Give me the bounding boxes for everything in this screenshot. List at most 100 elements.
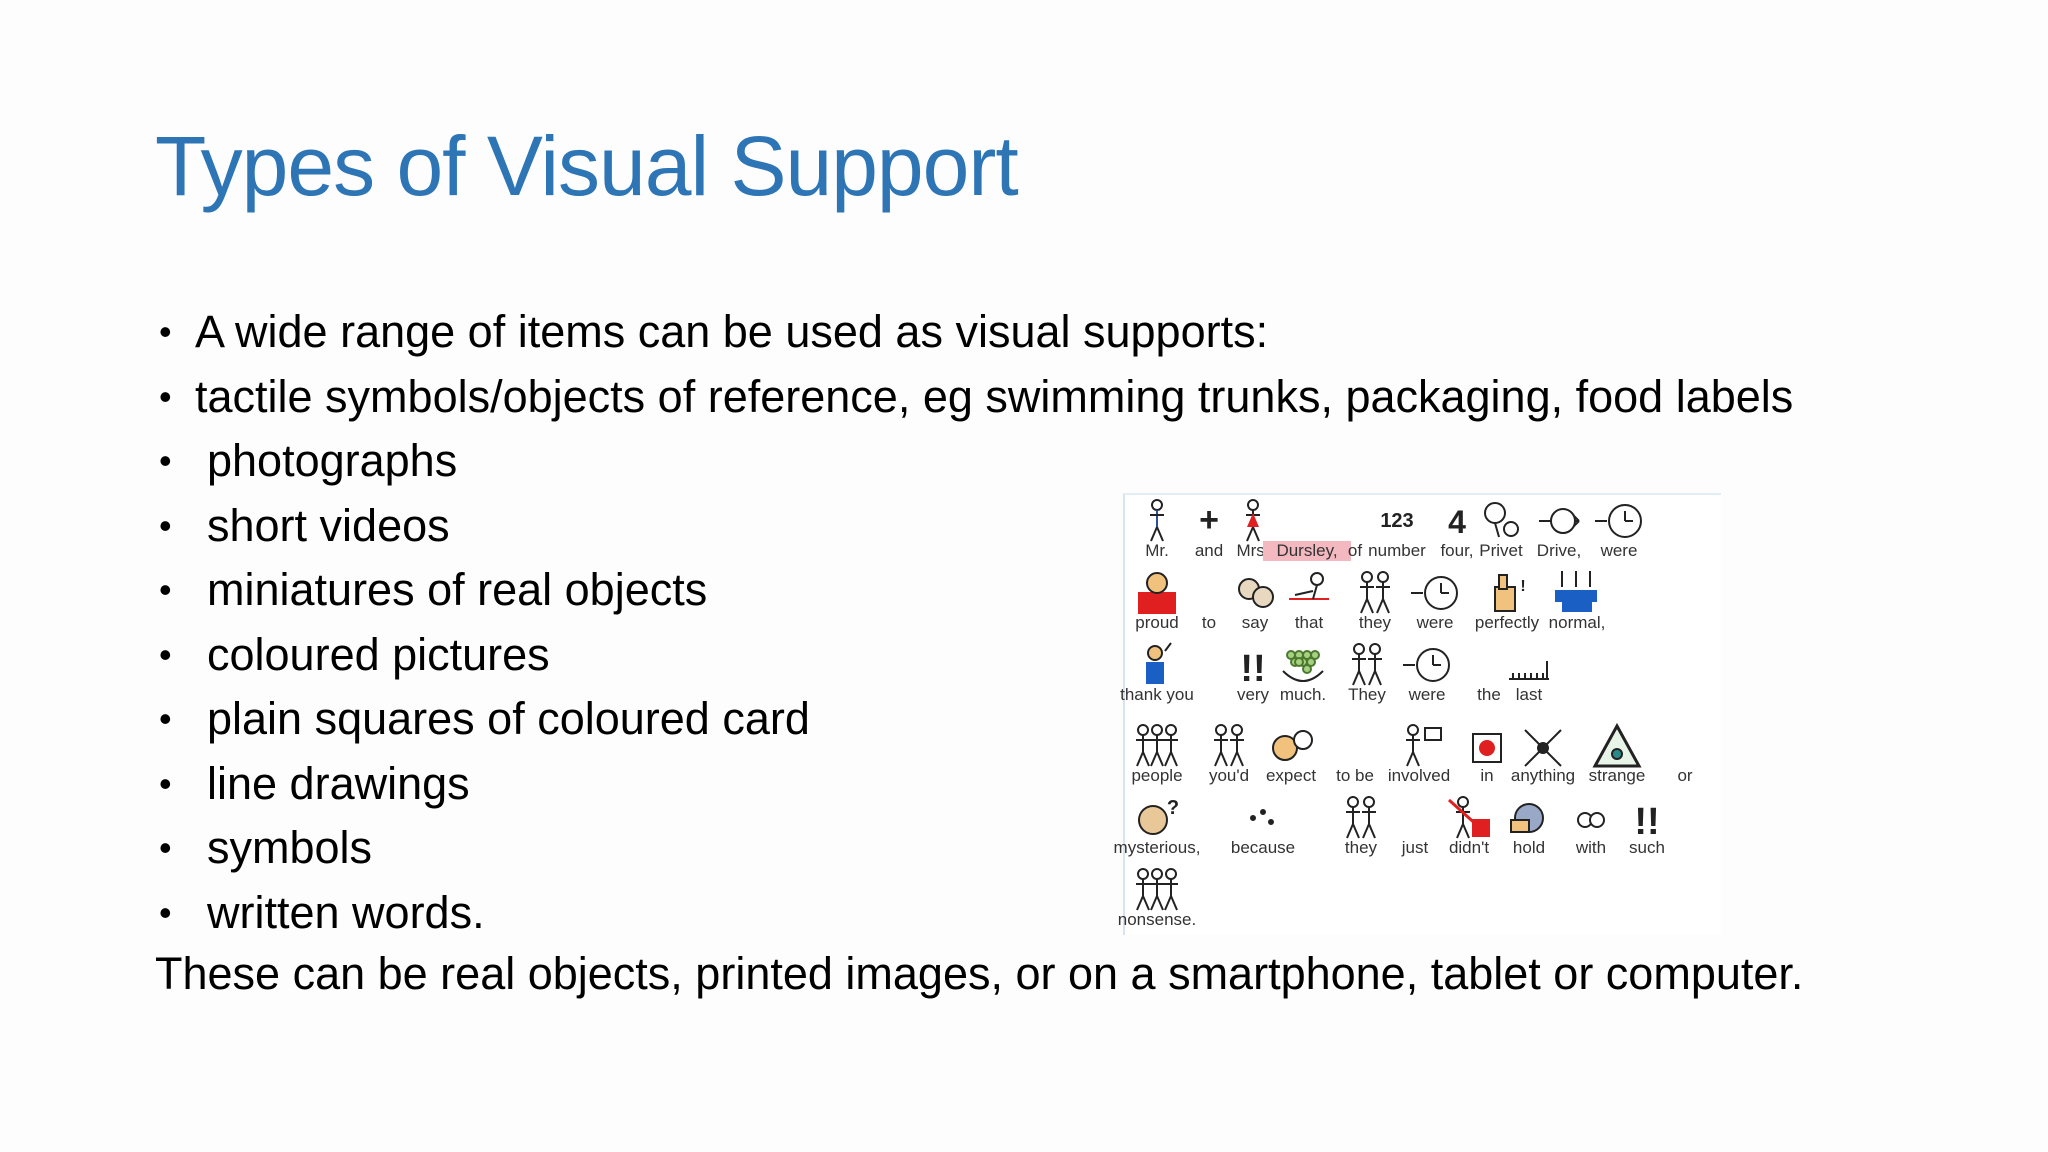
bullet-item: •symbols [155,816,1793,881]
symbol-word-cell: ?mysterious, [1114,792,1201,864]
symbol-word-label: normal, [1548,613,1606,632]
bullet-dot-icon: • [159,633,172,675]
symbol-word-cell: of [1323,495,1387,567]
svg-text:4: 4 [1448,504,1466,540]
symbol-word-label: strange [1588,766,1646,785]
symbol-word-cell: normal, [1545,567,1609,639]
symbol-word-label: just [1401,838,1429,857]
symbol-woman-icon [1246,499,1260,542]
symbol-word-cell: to be [1323,720,1387,792]
symbol-word-cell: or [1653,720,1717,792]
symbol-man-icon [1150,499,1164,542]
symbol-word-cell: you'd [1197,720,1261,792]
symbol-word-label: last [1515,685,1543,704]
symbol-word-cell: just [1383,792,1447,864]
svg-text:?: ? [1167,797,1179,819]
symbol-word-label: because [1230,838,1296,857]
bullet-dot-icon: • [159,827,172,868]
symbol-word-cell: +and [1177,495,1241,567]
symbol-word-label: number [1368,541,1426,560]
bullet-dot-icon: • [159,375,172,417]
symbol-word-label: four, [1440,541,1474,560]
symbol-pin-icon [1484,502,1519,538]
symbol-word-label: proud [1135,613,1179,632]
closing-text: These can be real objects, printed image… [155,948,1804,999]
symbol-word-label: such [1629,838,1665,857]
symbol-word-cell: with [1559,792,1623,864]
symbol-word-label: to be [1336,766,1374,785]
bullet-item: •plain squares of coloured card [155,687,1793,752]
symbol-word-cell: thank you [1120,639,1194,711]
symbol-crowd-icon [1136,724,1178,767]
symbol-word-cell: to [1177,567,1241,639]
symbol-word-cell: 123 number [1365,495,1429,567]
symbol-bowl-icon [1282,650,1324,682]
symbol-word-label: were [1408,685,1446,704]
symbol-didnt-icon [1447,796,1491,839]
symbol-word-cell: expect [1259,720,1323,792]
symbol-word-cell: They [1335,639,1399,711]
symbol-drive-icon [1539,508,1580,534]
bullet-item: •photographs [155,429,1793,494]
symbol-dot-icon [1472,733,1502,763]
bullet-dot-icon: • [159,891,172,933]
symbol-hold-icon [1510,803,1544,833]
bullet-item: •A wide range of items can be used as vi… [155,300,1793,365]
symbol-link-icon [1577,812,1605,828]
symbol-arrows-icon [1524,729,1562,767]
symbol-word-label: thank you [1120,685,1194,704]
svg-text:123: 123 [1380,510,1413,532]
symbol-proud-icon [1138,572,1176,614]
symbol-word-cell: Dursley, [1263,495,1351,567]
symbol-two-icon [1360,571,1390,614]
symbol-word-cell: in [1455,720,1519,792]
symbol-two-icon [1214,724,1244,767]
symbol-word-label: hold [1512,838,1546,857]
bullet-dot-icon: • [159,569,172,610]
symbol-word-label: with [1575,838,1607,857]
bullet-dot-icon: • [159,698,172,739]
symbol-word-label: Mrs. [1236,541,1270,560]
svg-text:!: ! [1520,578,1525,595]
symbol-word-label: Dursley, [1263,541,1351,561]
symbol-word-cell: say [1223,567,1287,639]
symbol-word-label: you'd [1208,766,1250,785]
bullet-item: •tactile symbols/objects of reference, e… [155,365,1793,430]
symbol-word-label: Privet [1479,541,1523,560]
symbol-word-label: much. [1279,685,1327,704]
symbol-normal-icon [1555,571,1597,612]
symbol-word-label: They [1348,685,1386,704]
symbol-word-cell: !!very [1221,639,1285,711]
symbol-point-icon [1289,572,1329,600]
bullet-dot-icon: • [159,504,172,546]
symbol-word-label: expect [1265,766,1317,785]
symbol-word-cell: were [1403,567,1467,639]
symbol-word-label: they [1358,613,1392,632]
symbol-plus-icon: + [1199,501,1219,539]
svg-text:+: + [1199,501,1219,539]
svg-text:!!: !! [1634,801,1659,840]
symbol-word-cell: last [1497,639,1561,711]
symbol-word-cell: much. [1271,639,1335,711]
symbol-word-label: that [1294,613,1324,632]
symbol-word-cell: hold [1497,792,1561,864]
symbol-triangle-icon [1592,722,1642,768]
symbol-word-cell: that [1277,567,1341,639]
symbol-excl-icon: !! [1240,648,1265,687]
symbol-word-label: nonsense. [1117,910,1197,929]
symbol-word-label: the [1477,685,1501,704]
symbol-involved-icon [1406,724,1442,767]
symbol-word-cell: !!such [1615,792,1679,864]
bullet-item: •written words. [155,881,1793,946]
symbol-word-cell: involved [1387,720,1451,792]
symbol-word-label: perfectly [1474,613,1540,632]
symbol-dots-icon [1250,809,1274,825]
symbol-word-label: people [1131,766,1183,785]
symbol-word-label: involved [1387,766,1451,785]
symbol-crowd-icon [1136,868,1178,911]
symbol-word-cell: people [1125,720,1189,792]
symbol-word-cell: they [1329,792,1393,864]
symbol-word-label: say [1241,613,1269,632]
symbol-clock-icon [1595,504,1642,538]
